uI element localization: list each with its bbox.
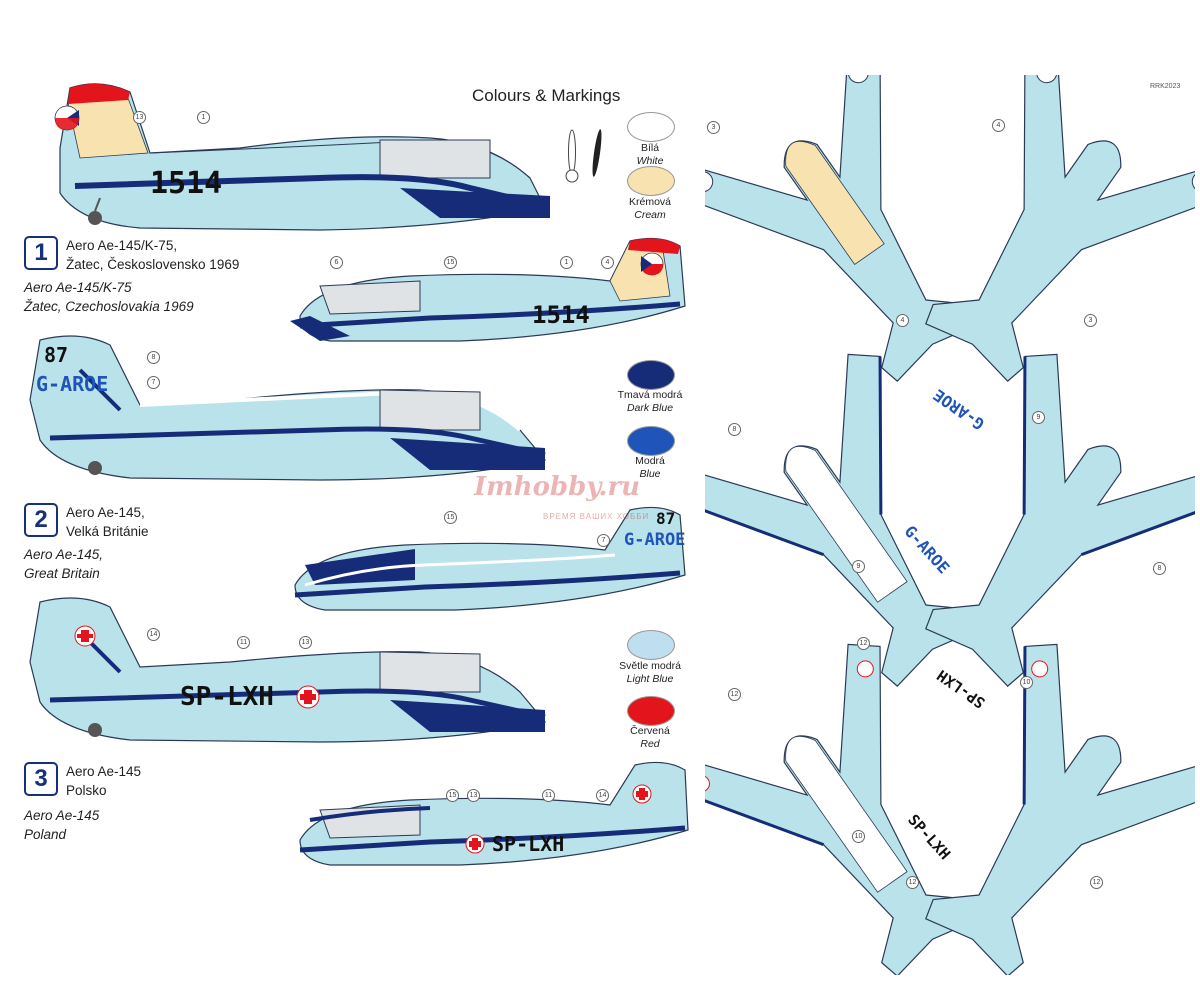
callout-10: 10 <box>1020 676 1033 689</box>
callout-11b: 11 <box>542 789 555 802</box>
callout-6: 6 <box>330 256 343 269</box>
callout-15: 15 <box>444 256 457 269</box>
scheme-3-marking-large: SP-LXH <box>180 682 274 712</box>
callout-8c: 8 <box>1153 562 1166 575</box>
callout-15c: 15 <box>446 789 459 802</box>
scheme-2-profile-large <box>29 335 547 481</box>
swatch-dark-blue <box>627 360 675 390</box>
callout-12d: 12 <box>1090 876 1103 889</box>
callout-11: 11 <box>237 636 250 649</box>
scheme-2-marking-small: G-AROE <box>624 530 686 550</box>
callout-8: 8 <box>147 351 160 364</box>
scheme-1-profile-small <box>290 237 686 342</box>
plan-views <box>705 75 1195 975</box>
watermark-tagline: ВРЕМЯ ВАШИХ ХОББИ <box>543 512 650 521</box>
swatch-red <box>627 696 675 726</box>
swatch-light-blue <box>627 630 675 660</box>
callout-7: 7 <box>147 376 160 389</box>
plan-2-bottom <box>863 339 1195 730</box>
scheme-2-profile-small <box>294 506 686 611</box>
plan-3-bottom <box>863 629 1195 975</box>
scheme-2-race-number-large: 87 <box>44 343 69 367</box>
callout-13b: 13 <box>467 789 480 802</box>
scheme-2-caption: Aero Ae-145, Velká Británie <box>66 505 149 539</box>
swatch-cream <box>627 166 675 196</box>
callout-14b: 14 <box>596 789 609 802</box>
swatch-white <box>627 112 675 142</box>
plan-2-top <box>705 339 1042 730</box>
callout-13: 13 <box>299 636 312 649</box>
scheme-1-badge: 1 <box>24 236 58 270</box>
callout-4b: 4 <box>992 119 1005 132</box>
plan-1-top <box>705 75 1042 425</box>
scheme-3-profile-small <box>299 761 689 866</box>
page-title: Colours & Markings <box>472 86 621 105</box>
scheme-2-caption-en: Aero Ae-145, Great Britain <box>24 547 104 581</box>
swatch-blue <box>627 426 675 456</box>
scheme-1-marking-small: 1514 <box>532 301 590 329</box>
callout-3b: 3 <box>1084 314 1097 327</box>
scheme-3-badge: 3 <box>24 762 58 796</box>
callout-10b: 10 <box>852 830 865 843</box>
propeller-icons <box>565 129 602 183</box>
callout-12b: 12 <box>728 688 741 701</box>
scheme-1-caption: Aero Ae-145/K-75, Žatec, Československo … <box>66 238 240 272</box>
scheme-2-badge: 2 <box>24 503 58 537</box>
callout-8b: 8 <box>728 423 741 436</box>
callout-1: 1 <box>197 111 210 124</box>
scheme-1-marking-large: 1514 <box>150 166 223 201</box>
plan-3-top <box>705 629 1042 975</box>
callout-15b: 15 <box>444 511 457 524</box>
callout-7b: 7 <box>597 534 610 547</box>
scheme-2-race-number-small: 87 <box>656 509 676 528</box>
scheme-3-profile-large <box>29 597 547 743</box>
scheme-3-caption-en: Aero Ae-145 Poland <box>24 808 100 842</box>
callout-1b: 1 <box>560 256 573 269</box>
watermark-brand: Imhobby.ru <box>474 472 641 502</box>
scheme-1-profile-large <box>54 83 550 231</box>
callout-12: 12 <box>857 637 870 650</box>
scheme-3-caption: Aero Ae-145 Polsko <box>66 764 142 798</box>
callout-4: 4 <box>601 256 614 269</box>
scheme-2-marking-large: G-AROE <box>36 372 109 396</box>
callout-14: 14 <box>147 628 160 641</box>
callout-9: 9 <box>1032 411 1045 424</box>
plan-1-bottom <box>863 75 1195 425</box>
callout-5: 13 <box>133 111 146 124</box>
callout-9b: 9 <box>852 560 865 573</box>
callout-4c: 4 <box>896 314 909 327</box>
scheme-1-caption-en: Aero Ae-145/K-75 Žatec, Czechoslovakia 1… <box>24 280 194 314</box>
copyright-label: RRK2023 <box>1150 83 1181 90</box>
callout-12c: 12 <box>906 876 919 889</box>
scheme-3-marking-small: SP-LXH <box>492 832 565 856</box>
callout-3: 3 <box>707 121 720 134</box>
